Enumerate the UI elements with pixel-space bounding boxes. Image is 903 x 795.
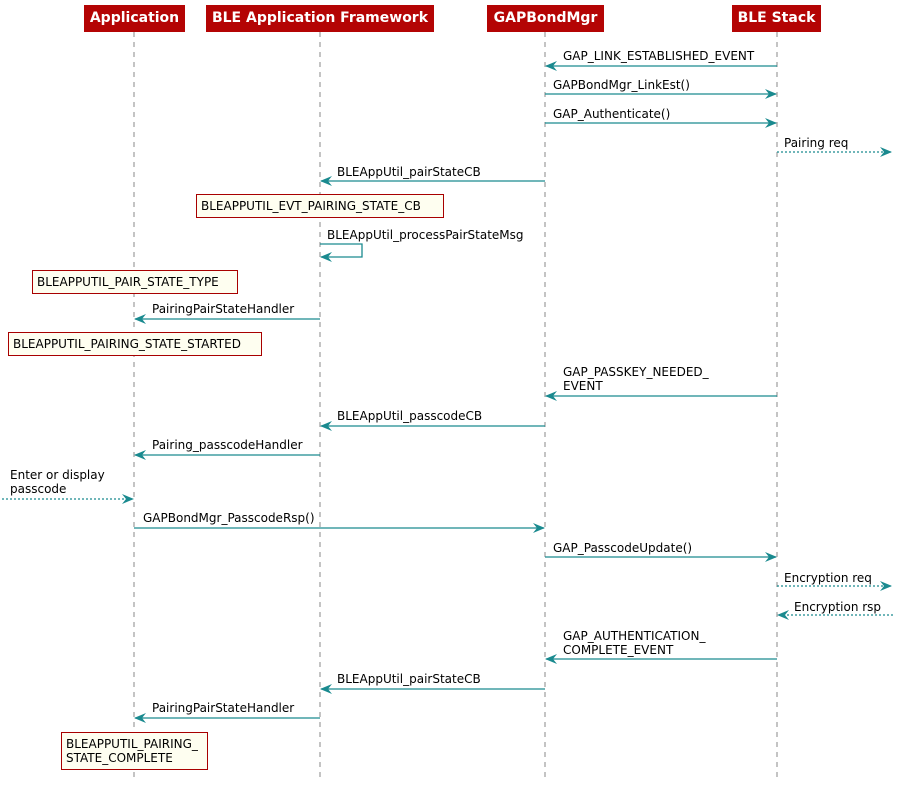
participant-ble-application-framework: BLE Application Framework — [206, 5, 434, 32]
participant-ble-stack: BLE Stack — [732, 5, 821, 32]
message-label: BLEAppUtil_pairStateCB — [337, 672, 481, 686]
message-label: GAPBondMgr_PasscodeRsp() — [143, 511, 315, 525]
message-label: GAP_LINK_ESTABLISHED_EVENT — [563, 49, 755, 63]
message-label: GAPBondMgr_LinkEst() — [553, 78, 690, 92]
message-label: Pairing_passcodeHandler — [152, 438, 303, 452]
message-label: GAP_PasscodeUpdate() — [553, 541, 693, 555]
message-label: BLEAppUtil_passcodeCB — [337, 409, 483, 423]
lifelines — [133, 32, 778, 780]
message-label: GAP_AUTHENTICATION_ COMPLETE_EVENT — [563, 629, 706, 657]
message-label: BLEAppUtil_pairStateCB — [337, 165, 481, 179]
participant-gapbondmgr: GAPBondMgr — [487, 5, 604, 32]
message-label: GAP_PASSKEY_NEEDED_ EVENT — [563, 365, 709, 393]
message-label: BLEAppUtil_processPairStateMsg — [327, 228, 524, 242]
message-label: PairingPairStateHandler — [152, 302, 295, 316]
note-pairing-state-complete: BLEAPPUTIL_PAIRING_ STATE_COMPLETE — [61, 732, 208, 770]
note-evt-pairing-state-cb: BLEAPPUTIL_EVT_PAIRING_STATE_CB — [196, 194, 444, 218]
message-label: Encryption rsp — [794, 600, 882, 614]
note-pair-state-type: BLEAPPUTIL_PAIR_STATE_TYPE — [32, 270, 238, 294]
arrow-process-pair-state-msg — [320, 243, 363, 262]
note-pairing-state-started: BLEAPPUTIL_PAIRING_STATE_STARTED — [8, 332, 262, 356]
message-label: Encryption req — [784, 571, 872, 585]
message-label: GAP_Authenticate() — [553, 107, 671, 121]
message-label: PairingPairStateHandler — [152, 701, 295, 715]
message-label: Enter or display passcode — [10, 468, 105, 496]
message-label: Pairing req — [784, 136, 849, 150]
message-arrows — [2, 61, 893, 723]
participant-application: Application — [84, 5, 185, 32]
